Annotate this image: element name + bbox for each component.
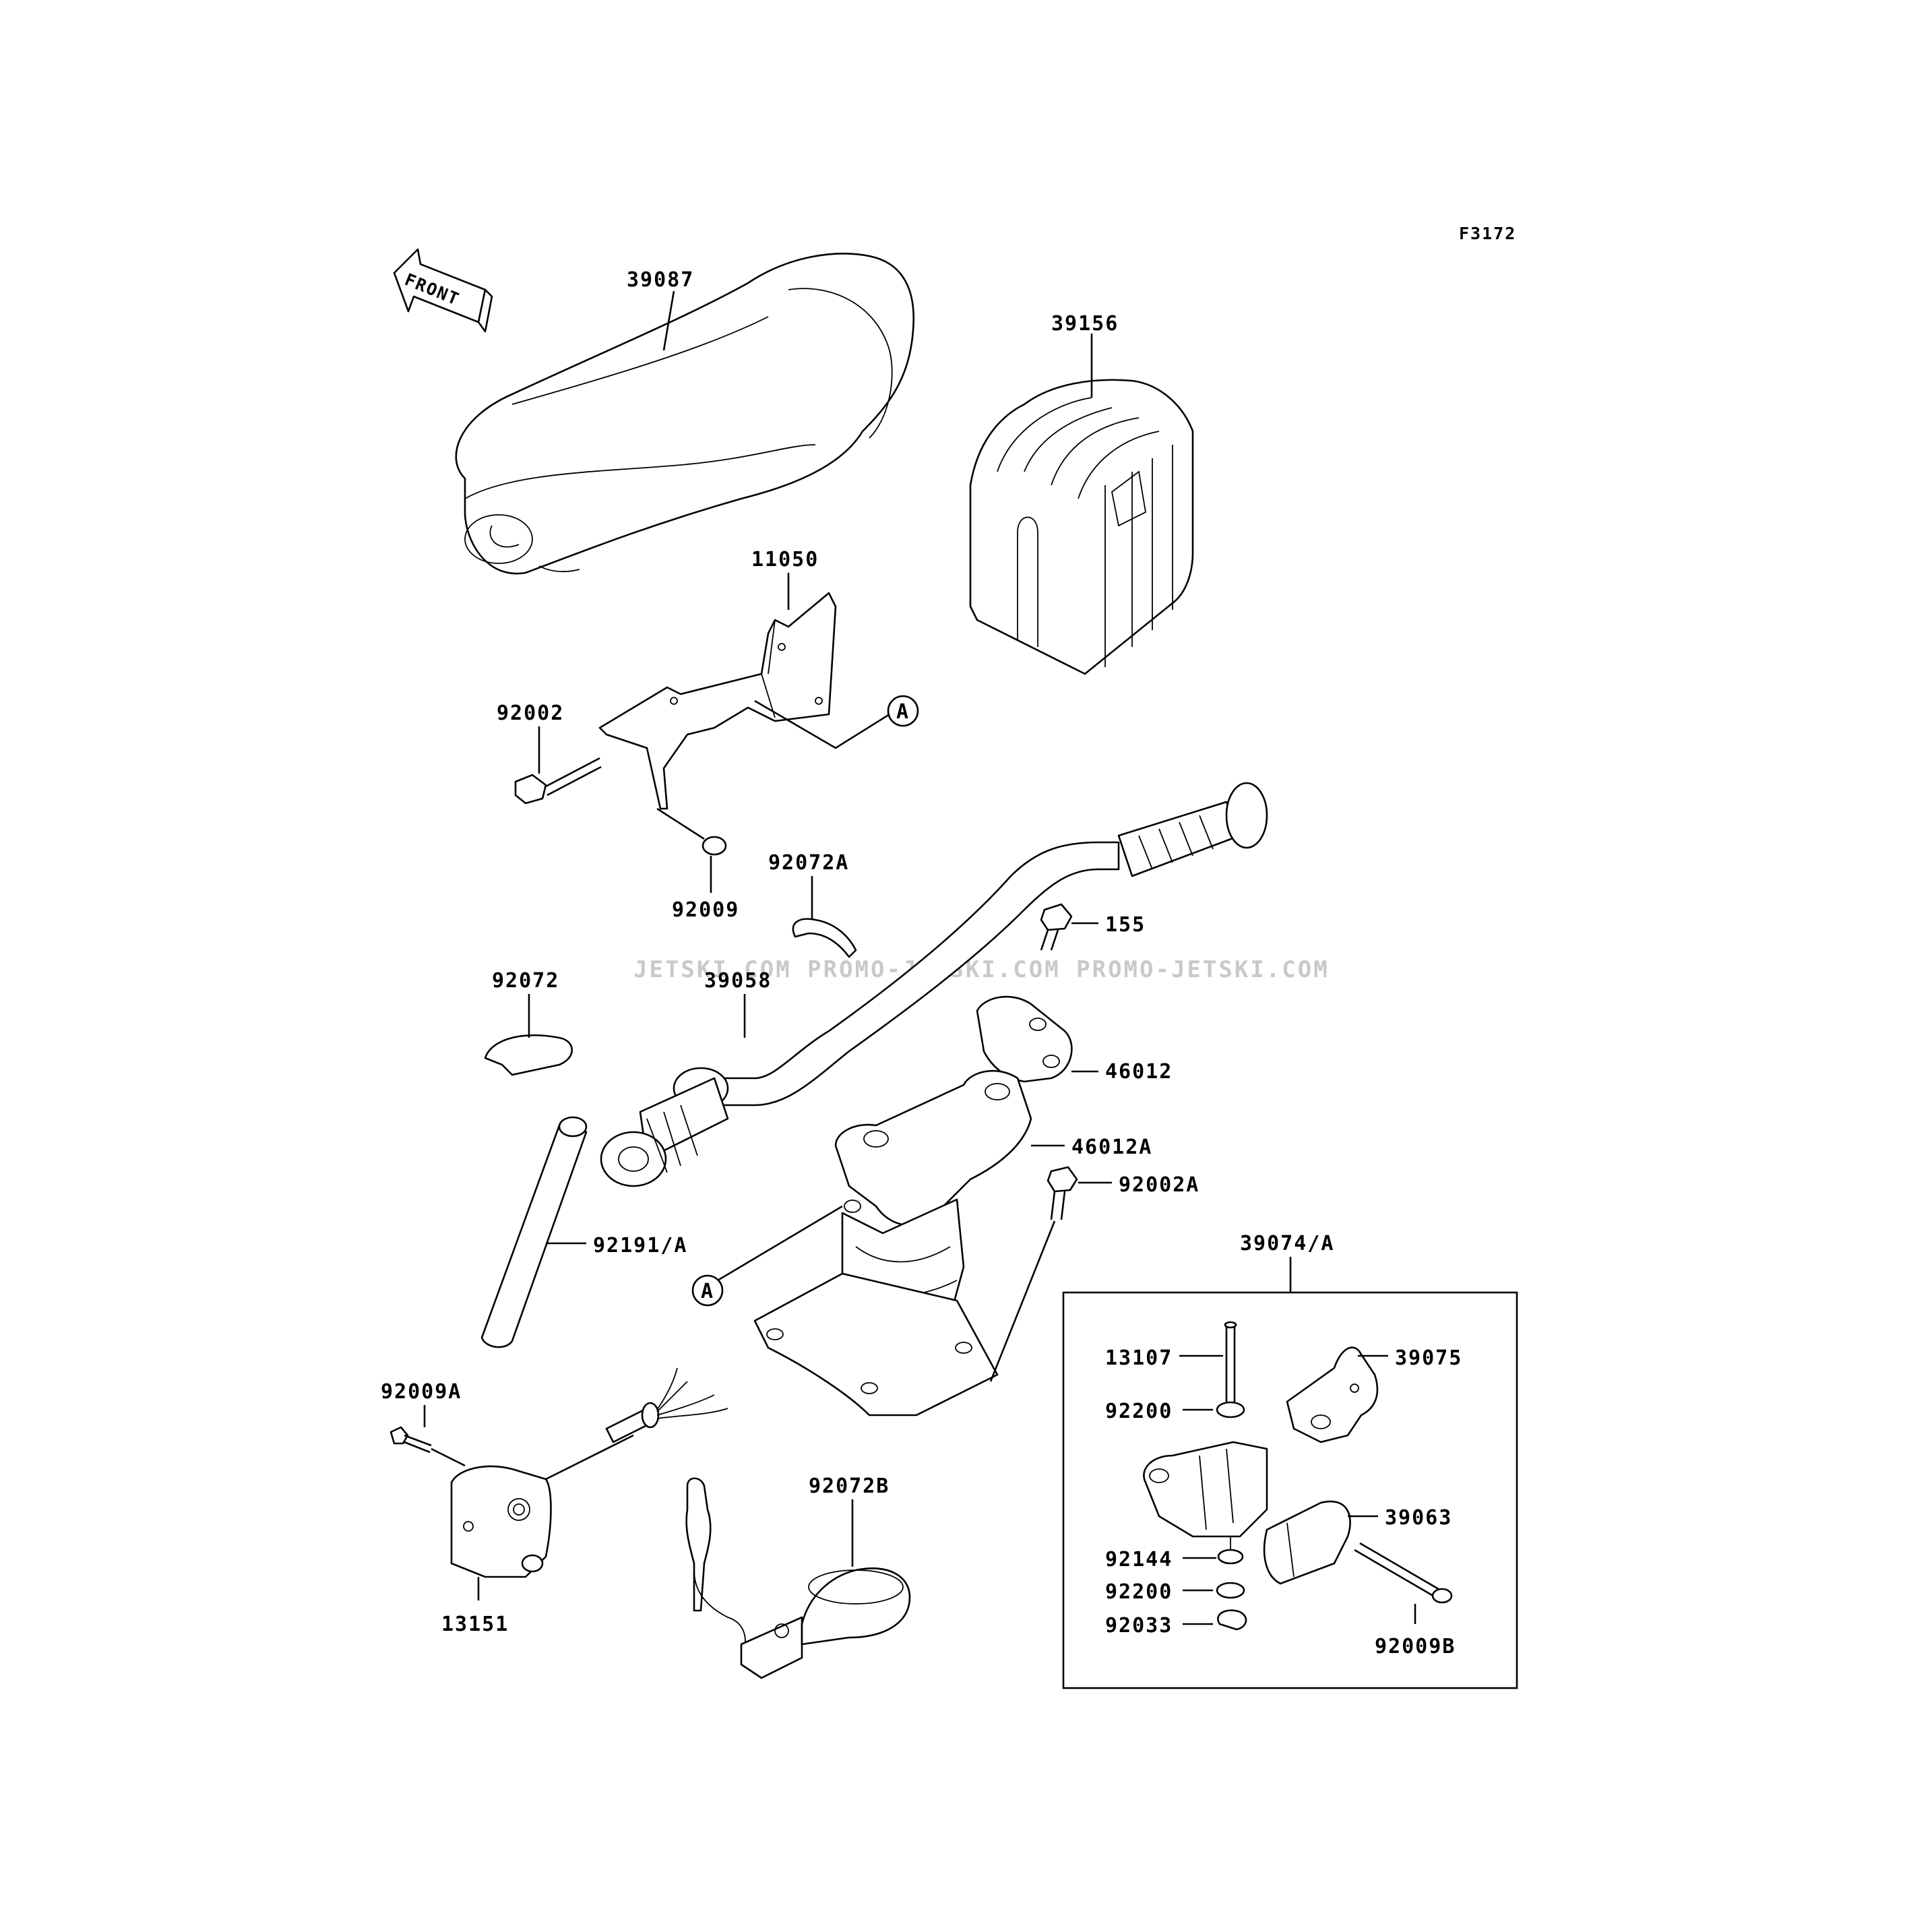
ref-a-bottom: A bbox=[701, 1280, 714, 1303]
clamp-92072-icon bbox=[484, 1034, 573, 1076]
label-13107: 13107 bbox=[1105, 1346, 1173, 1370]
upper-clamp-part bbox=[976, 995, 1073, 1083]
label-92009: 92009 bbox=[672, 898, 739, 922]
ref-a-top: A bbox=[896, 700, 910, 724]
label-92009B: 92009B bbox=[1375, 1635, 1456, 1658]
label-92002: 92002 bbox=[497, 702, 564, 725]
label-92191A: 92191/A bbox=[593, 1234, 687, 1257]
watermark: JETSKI.COM PROMO-JETSKI.COM PROMO-JETSKI… bbox=[633, 956, 1330, 983]
washer-top-icon bbox=[1216, 1401, 1245, 1419]
label-92200-bottom: 92200 bbox=[1105, 1580, 1173, 1604]
screw-92009A-icon bbox=[389, 1426, 466, 1467]
label-13151: 13151 bbox=[441, 1613, 509, 1636]
boot-part bbox=[969, 379, 1194, 675]
label-92144: 92144 bbox=[1105, 1548, 1173, 1571]
clip-92033-icon bbox=[1217, 1609, 1247, 1631]
ref-mark-a-bottom bbox=[691, 1274, 724, 1307]
label-92072B: 92072B bbox=[809, 1474, 890, 1498]
bracket-part bbox=[598, 592, 837, 810]
label-39074A: 39074/A bbox=[1240, 1232, 1334, 1255]
ref-mark-a-top bbox=[887, 695, 919, 727]
washer-bottom-icon bbox=[1216, 1582, 1245, 1599]
switch-part bbox=[450, 1367, 728, 1578]
screw-92009B-icon bbox=[1354, 1542, 1453, 1604]
spring-92144-icon bbox=[1217, 1536, 1244, 1565]
handlebar-part bbox=[600, 782, 1268, 1187]
figure-code: F3172 bbox=[1459, 224, 1516, 243]
handle-pole-part bbox=[753, 1069, 1032, 1416]
label-39058: 39058 bbox=[704, 969, 772, 993]
label-155: 155 bbox=[1105, 913, 1146, 937]
label-39156: 39156 bbox=[1051, 312, 1119, 336]
bolt-92002A-icon bbox=[989, 1166, 1078, 1382]
label-39087: 39087 bbox=[627, 268, 694, 292]
label-92002A: 92002A bbox=[1119, 1173, 1199, 1197]
front-arrow-icon: FRONT bbox=[393, 248, 493, 333]
label-92072: 92072 bbox=[492, 969, 559, 993]
label-46012A: 46012A bbox=[1071, 1135, 1152, 1159]
lanyard-clamp-part bbox=[685, 1477, 911, 1679]
throttle-body-part bbox=[1143, 1441, 1268, 1538]
bolt-155-icon bbox=[1040, 903, 1073, 951]
label-39063: 39063 bbox=[1385, 1506, 1452, 1530]
screw-92009-icon bbox=[656, 807, 727, 856]
bolt-92002-icon bbox=[514, 757, 602, 805]
seat-part bbox=[455, 253, 915, 575]
lever-39075-part bbox=[1286, 1346, 1379, 1443]
label-11050: 11050 bbox=[751, 548, 819, 571]
label-92009A: 92009A bbox=[381, 1380, 462, 1404]
label-92072A: 92072A bbox=[768, 851, 849, 875]
label-92200-top: 92200 bbox=[1105, 1400, 1173, 1423]
pin-13107-icon bbox=[1224, 1321, 1237, 1408]
label-46012: 46012 bbox=[1105, 1060, 1173, 1084]
label-39075: 39075 bbox=[1395, 1346, 1462, 1370]
clamp-92072A-icon bbox=[792, 918, 857, 958]
tube-part bbox=[480, 1116, 588, 1348]
cover-39063-part bbox=[1263, 1500, 1351, 1585]
label-92033: 92033 bbox=[1105, 1614, 1173, 1638]
